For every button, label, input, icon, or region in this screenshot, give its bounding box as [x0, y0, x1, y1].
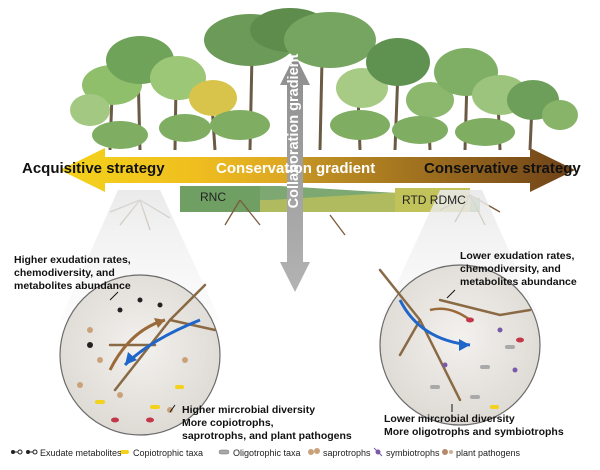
right-top-note-line: Lower exudation rates, — [460, 250, 575, 262]
legend-label-saprotrophs: saprotrophs — [323, 448, 371, 458]
copiotroph-icon — [120, 450, 129, 454]
left-bottom-note-line: More copiotrophs, — [182, 417, 274, 429]
right-top-note-line: chemodiversity, and — [460, 263, 561, 275]
left-rhizosphere — [59, 274, 221, 436]
collaboration-gradient-arrow — [280, 55, 310, 292]
legend-label-oligotrophic-taxa: Oligotrophic taxa — [233, 448, 301, 458]
right-bottom-note-line: More oligotrophs and symbiotrophs — [384, 426, 564, 438]
trait-bands — [180, 186, 480, 212]
left-top-note-pointer — [109, 291, 119, 301]
left-bottom-note: Higher mircrobial diversity More copiotr… — [182, 404, 352, 443]
right-top-note: Lower exudation rates, chemodiversity, a… — [460, 250, 577, 289]
right-rhizosphere — [378, 264, 541, 426]
left-bottom-note-line: saprotrophs, and plant pathogens — [182, 430, 352, 442]
legend-label-plant-pathogens: plant pathogens — [456, 448, 521, 458]
left-bottom-note-line: Higher mircrobial diversity — [182, 404, 316, 416]
right-bottom-note-line: Lower mircrobial diversity — [384, 413, 515, 425]
left-top-note-line: metabolites abundance — [14, 280, 131, 292]
right-top-note-line: metabolites abundance — [460, 276, 577, 288]
forest-illustration — [70, 8, 578, 151]
saprotroph-icon — [308, 448, 320, 455]
metabolite-icon — [11, 449, 38, 455]
symbiotroph-icon — [373, 447, 383, 457]
acquisitive-strategy-label: Acquisitive strategy — [22, 160, 165, 177]
left-top-note-line: Higher exudation rates, — [14, 254, 131, 266]
legend-label-copiotrophic-taxa: Copiotrophic taxa — [133, 448, 204, 458]
trait-rnc-label: RNC — [200, 190, 226, 204]
trait-rtd-rdmc-label: RTD RDMC — [402, 193, 466, 207]
collaboration-gradient-label: Collaboration gradient — [286, 53, 302, 209]
right-top-note-pointer — [446, 289, 456, 299]
legend-icons — [11, 447, 453, 457]
legend-label-symbiotrophs: symbiotrophs — [386, 448, 440, 458]
conservation-gradient-arrow — [60, 148, 575, 192]
left-top-note-line: chemodiversity, and — [14, 267, 115, 279]
conservation-gradient-label: Conservation gradient — [216, 160, 376, 177]
pathogen-icon — [442, 449, 453, 455]
legend-label-exudate-metabolites: Exudate metabolites — [40, 448, 122, 458]
right-bottom-note: Lower mircrobial diversity More oligotro… — [384, 413, 564, 439]
conservative-strategy-label: Conservative strategy — [424, 160, 581, 177]
left-bottom-note-pointer — [169, 404, 176, 413]
left-top-note: Higher exudation rates, chemodiversity, … — [14, 254, 131, 293]
oligotroph-icon — [218, 449, 230, 455]
